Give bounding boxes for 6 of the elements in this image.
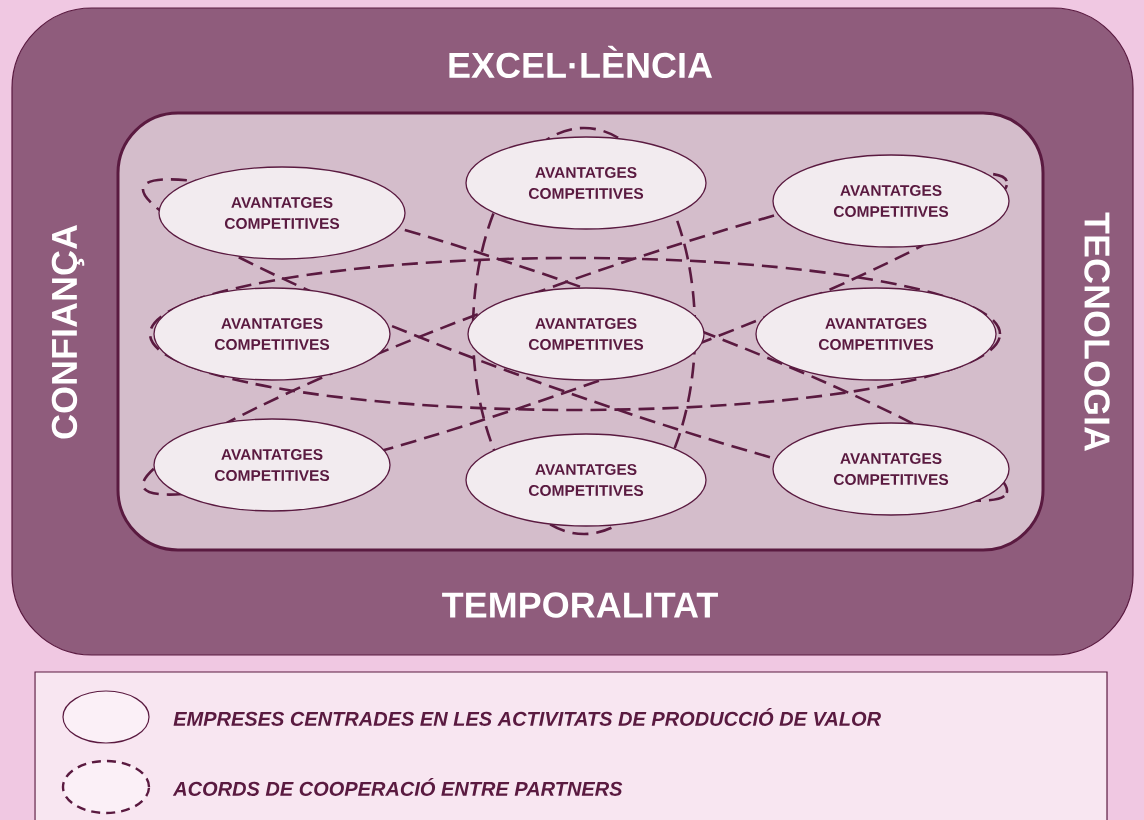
panel-heading: EXCEL·LÈNCIA xyxy=(449,45,713,79)
legend-text: ACORDS DE COOPERACIÓ ENTRE PARTNERS xyxy=(172,778,623,796)
legend-text: EMPRESES CENTRADES EN LES ACTIVITATS DE PRODUCCIÓ DE VALOR xyxy=(173,708,881,726)
panel-heading: TECNOLOGIA xyxy=(1084,212,1110,452)
panel-heading: TEMPORALITAT xyxy=(442,592,718,618)
panel-heading: CONFIANÇA xyxy=(51,224,85,439)
